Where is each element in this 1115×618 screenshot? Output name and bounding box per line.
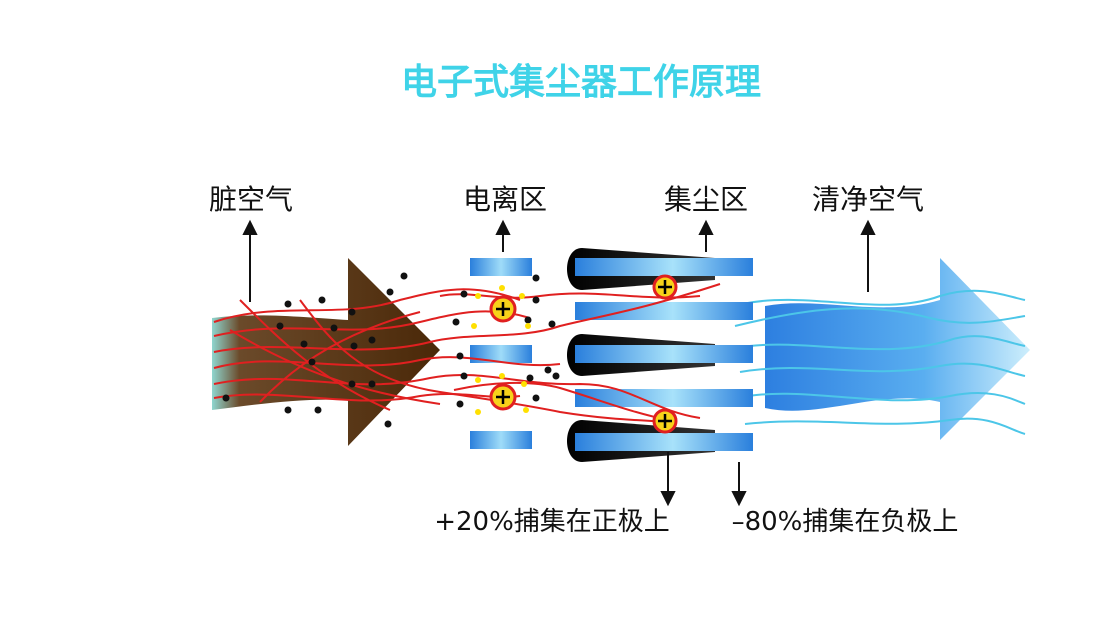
ion-plate: [470, 431, 532, 449]
collection-plate: [575, 389, 753, 407]
ion-plate: [470, 258, 532, 276]
up-arrow-icon: [860, 219, 876, 292]
collection-plate: [575, 302, 753, 320]
down-arrow-icon: [731, 462, 747, 507]
label-dirty-air: 脏空气: [209, 183, 293, 216]
label-positive-capture: +20%捕集在正极上: [434, 507, 670, 537]
label-ionization-zone: 电离区: [463, 183, 547, 216]
plus-sign-circle-icon: [652, 274, 678, 300]
up-arrow-icon: [242, 219, 258, 302]
collection-plate: [575, 258, 753, 276]
collection-plate: [575, 433, 753, 451]
dust-particles: [222, 272, 560, 428]
diagram-title: 电子式集尘器工作原理: [401, 62, 761, 103]
label-clean-air: 清净空气: [812, 183, 924, 216]
plus-sign-circle-icon: [489, 383, 517, 411]
plus-sign-circle-icon: [489, 295, 517, 323]
clean-fibers: [734, 289, 1026, 435]
ion-plate: [470, 345, 532, 363]
up-arrow-icon: [495, 219, 511, 252]
dirty-fibers: [213, 283, 721, 423]
dirty-air-arrow: [212, 258, 440, 446]
ion-sparks: [471, 285, 531, 415]
down-arrow-icon: [660, 452, 676, 507]
plus-sign-circle-icon: [652, 408, 678, 434]
collection-plates: [575, 258, 753, 451]
up-arrow-icon: [698, 219, 714, 252]
label-negative-capture: –80%捕集在负极上: [732, 507, 959, 537]
collection-plate: [575, 345, 753, 363]
label-collection-zone: 集尘区: [664, 183, 748, 216]
ionization-plates: [470, 258, 532, 449]
